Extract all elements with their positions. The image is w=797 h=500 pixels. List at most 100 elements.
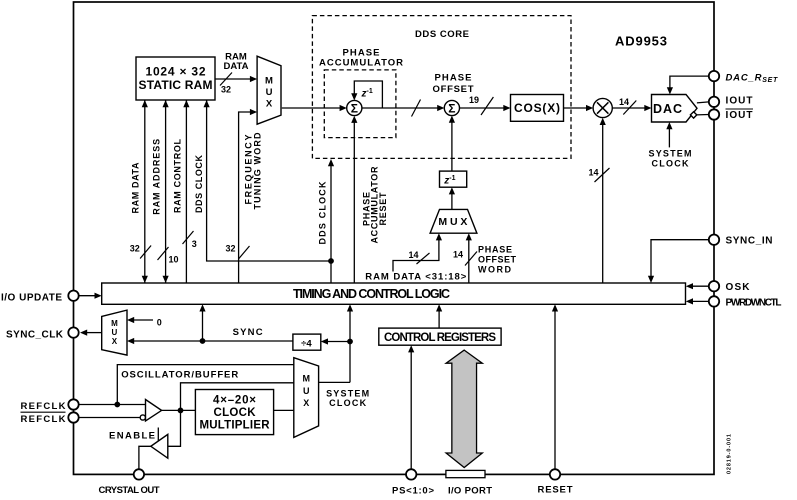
pin-sync-clk: [67, 326, 80, 339]
static-ram-block: [135, 56, 216, 101]
pin-sync-in: [707, 233, 721, 246]
phase-acc-reset-label-2: ACCUMULATOR: [370, 166, 380, 244]
timing-control-block: [100, 282, 687, 305]
oscillator-buffer-label: OSCILLATOR/BUFFER: [121, 369, 238, 380]
sync-clk-mux-block: [100, 309, 128, 356]
crystal-out-label: CRYSTAL OUT: [99, 485, 160, 496]
pin-dac-rset: [707, 70, 721, 83]
ps-label: PS<1:0>: [392, 486, 434, 497]
dds-clock-core-label: DDS CLOCK: [317, 181, 327, 245]
clock-multiplier-block: [194, 388, 275, 436]
phase-width: 19: [469, 95, 479, 105]
cos-block: [509, 93, 565, 122]
divide-by-4-label: ÷4: [301, 338, 312, 349]
clock-multiplier-label-2: CLOCK: [214, 407, 257, 419]
phase-offset-adder: [443, 99, 461, 117]
system-clock-mux-block: [293, 356, 320, 439]
ram-data-3118-width: 14: [408, 250, 418, 260]
wires: [78, 75, 709, 470]
phase-offset-mux-label: MUX: [438, 216, 467, 228]
pin-pwrdwnctl: [707, 295, 721, 308]
refclk-buffer-bubble: [139, 414, 147, 421]
dac-label: DAC: [653, 102, 682, 116]
control-registers-label: CONTROL REGISTERS: [384, 332, 496, 344]
pin-ps: [405, 468, 418, 481]
reset-label: RESET: [538, 485, 573, 496]
osk-label: OSK: [726, 282, 751, 293]
junction-dots: [114, 258, 353, 414]
ram-mux-block: [256, 55, 282, 126]
pins: [67, 70, 721, 481]
sync-clk-label: SYNC_CLK: [6, 329, 64, 340]
refclk-buffer: [144, 398, 163, 423]
phase-acc-reset-label-1: PHASE: [362, 192, 372, 226]
timing-control-label: TIMING AND CONTROL LOGIC: [293, 287, 450, 301]
phase-acc-reset-label-3: RESET: [378, 192, 388, 226]
cos-label: COS(X): [514, 101, 560, 115]
dac-output-diamond: [689, 110, 698, 120]
osk-width: 14: [588, 168, 598, 178]
z-delay-feedback-label: z-1: [361, 88, 373, 100]
phase-accumulator-box: [323, 69, 397, 139]
ram-data-bus-label: RAM DATA: [131, 162, 141, 214]
dac-system-clock-label-2: CLOCK: [652, 159, 690, 169]
refclk-bar-label: REFCLK: [21, 414, 66, 425]
phase-offset-word-label-2: OFFSET: [478, 255, 517, 265]
bus-slashes: [139, 72, 637, 266]
pin-iout-bar: [707, 108, 721, 121]
labels: AD9953 DDS CORE PHASE ACCUMULATOR PHASE …: [1, 29, 782, 497]
io-update-label: I/O UPDATE: [1, 292, 62, 303]
z-delay-block: [438, 170, 468, 188]
ram-data-3118-label: RAM DATA <31:18>: [365, 272, 466, 283]
io-port-bus-arrow: [444, 349, 485, 469]
phase-accumulator-sigma: Σ: [351, 102, 358, 116]
dac-system-clock-label-1: SYSTEM: [649, 149, 692, 159]
pin-reset: [548, 468, 562, 481]
frequency-tuning-width: 32: [225, 244, 235, 254]
pin-refclk-bar: [67, 411, 80, 424]
control-registers-block: [378, 327, 502, 346]
static-ram-label-2: STATIC RAM: [139, 78, 213, 92]
phase-accumulator-adder: [345, 99, 363, 117]
ram-address-bus-width: 10: [168, 254, 178, 264]
blocks: [100, 55, 698, 460]
pin-iout: [707, 95, 721, 108]
clock-multiplier-label-1: 4×–20×: [213, 395, 256, 407]
phase-offset-sigma: Σ: [448, 102, 455, 116]
ram-control-bus-width: 3: [192, 239, 197, 249]
refclk-label: REFCLK: [21, 401, 66, 412]
pin-osk: [707, 280, 721, 293]
phase-offset-word-label-1: PHASE: [478, 245, 512, 255]
system-clock-label-1: SYSTEM: [326, 388, 369, 398]
clock-multiplier-label-3: MULTIPLIER: [200, 420, 271, 432]
ram-data-out-label-2: DATA: [224, 61, 249, 72]
phase-offset-mux-block: [429, 208, 478, 234]
z-delay-block-label: z-1: [443, 175, 455, 187]
figure-code: 02819-0-001: [727, 434, 733, 474]
phase-accumulator-label-1: PHASE: [343, 48, 380, 59]
dac-rset-label: DAC_RSET: [726, 72, 779, 84]
frequency-tuning-label-1: FREQUENCY: [244, 134, 254, 204]
sync-label: SYNC: [233, 327, 263, 338]
ram-control-bus-label: RAM CONTROL: [172, 139, 182, 214]
static-ram-label-1: 1024 × 32: [146, 65, 206, 79]
ram-data-out-width: 32: [221, 85, 231, 95]
ram-address-bus-label: RAM ADDRESS: [151, 139, 161, 215]
zero-label: 0: [157, 317, 162, 327]
output-multiplier: [592, 97, 614, 119]
frequency-tuning-label-2: TUNING WORD: [253, 132, 263, 210]
pin-refclk: [67, 398, 80, 411]
dds-core-box: [311, 14, 572, 160]
dds-core-label: DDS CORE: [415, 29, 469, 40]
sync-in-label: SYNC_IN: [726, 236, 773, 247]
ram-data-bus-width: 32: [130, 244, 140, 254]
pin-crystal-out: [132, 468, 145, 481]
chip-name: AD9953: [615, 34, 667, 49]
iout-bar-label: IOUT: [726, 110, 753, 121]
divide-by-4-block: [292, 333, 322, 351]
system-clock-label-2: CLOCK: [329, 398, 367, 408]
